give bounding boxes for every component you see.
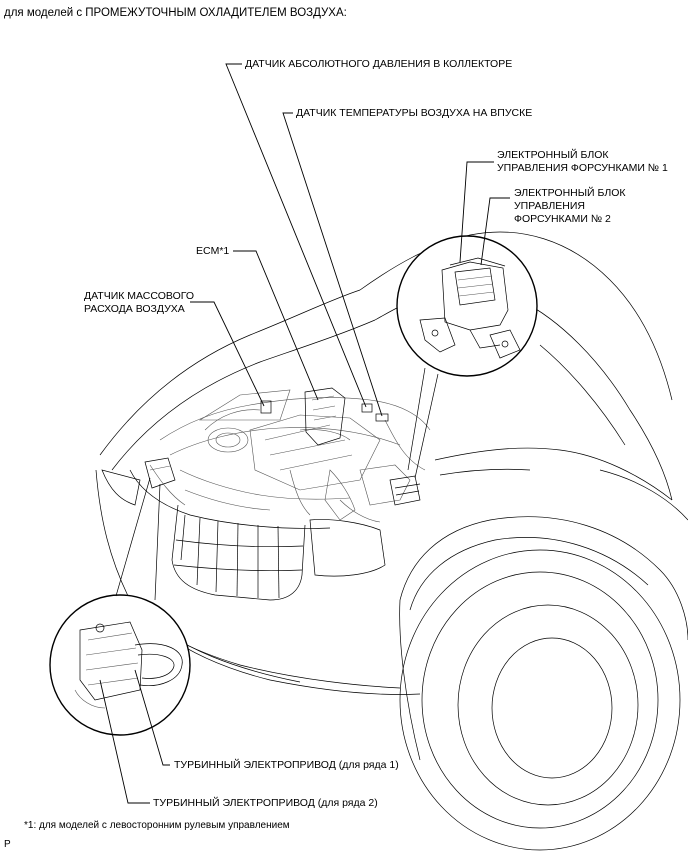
edu1-label: ЭЛЕКТРОННЫЙ БЛОК УПРАВЛЕНИЯ ФОРСУНКАМИ №… [497,149,668,175]
engine-compartment [144,387,431,523]
vehicle-body-outline [95,231,688,851]
turbo-zoom-connector [115,477,161,601]
turbo-actuator-detail-circle [49,594,191,736]
turbo-actuator-bank2-label: ТУРБИННЫЙ ЭЛЕКТРОПРИВОД (для ряда 2) [153,797,378,809]
edu-zoom-connector [407,367,439,479]
edu2-label-line3: ФОРСУНКАМИ № 2 [514,213,611,225]
leader-lines [99,63,510,804]
ecm-label: ECM*1 [196,245,230,257]
edu2-label: ЭЛЕКТРОННЫЙ БЛОК УПРАВЛЕНИЯ ФОРСУНКАМИ №… [514,187,626,226]
edu-detail-circle [396,235,538,377]
map-sensor-label: ДАТЧИК АБСОЛЮТНОГО ДАВЛЕНИЯ В КОЛЛЕКТОРЕ [245,58,513,70]
footnote: *1: для моделей с левосторонним рулевым … [24,820,290,831]
maf-label-line2: РАСХОДА ВОЗДУХА [84,303,185,315]
maf-sensor-label: ДАТЧИК МАССОВОГО РАСХОДА ВОЗДУХА [84,290,194,316]
maf-label-line1: ДАТЧИК МАССОВОГО [84,290,194,302]
edu2-label-line1: ЭЛЕКТРОННЫЙ БЛОК [514,187,626,199]
edu2-label-line2: УПРАВЛЕНИЯ [514,200,586,212]
edu1-label-line1: ЭЛЕКТРОННЫЙ БЛОК [497,149,609,161]
turbo-actuator-bank1-label: ТУРБИННЫЙ ЭЛЕКТРОПРИВОД (для ряда 1) [174,759,399,771]
edu1-label-line2: УПРАВЛЕНИЯ ФОРСУНКАМИ № 1 [497,162,668,174]
page-title: для моделей с ПРОМЕЖУТОЧНЫМ ОХЛАДИТЕЛЕМ … [4,7,347,19]
iat-sensor-label: ДАТЧИК ТЕМПЕРАТУРЫ ВОЗДУХА НА ВПУСКЕ [296,107,533,119]
page-marker: P [4,839,11,850]
